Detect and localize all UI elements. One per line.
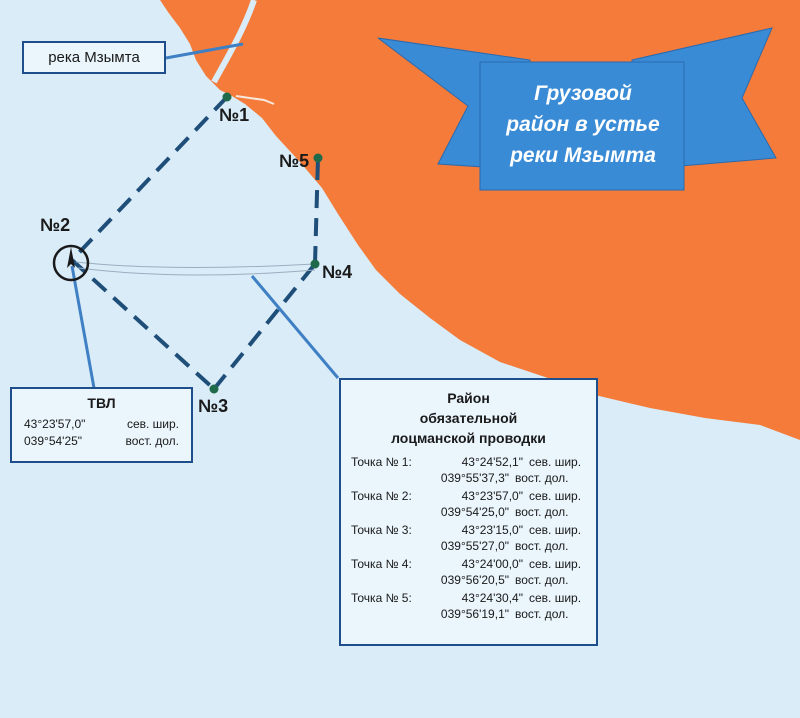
pilot-point-lon-unit: вост. дол. <box>515 505 569 519</box>
pilot-zone-point: Точка № 2:43°23'57,0"сев. шир.039°54'25,… <box>351 488 586 520</box>
pilot-point-spacer <box>351 504 429 520</box>
pilot-point-lon: 039°54'25,0" <box>440 505 509 519</box>
pilot-point-lat-row: Точка № 3: 43°23'15,0" сев. шир. <box>351 522 586 538</box>
pilot-point-lon: 039°55'27,0" <box>440 539 509 553</box>
pilot-zone-point: Точка № 5:43°24'30,4"сев. шир.039°56'19,… <box>351 590 586 622</box>
route-segment-2-3 <box>70 258 216 391</box>
pilot-zone-point: Точка № 3:43°23'15,0"сев. шир.039°55'27,… <box>351 522 586 554</box>
pilot-point-lon: 039°55'37,3" <box>440 471 509 485</box>
pilot-point-lat: 43°23'57,0" <box>461 489 523 503</box>
tvl-lon-unit: вост. дол. <box>125 434 180 448</box>
pilot-point-lat-unit: сев. шир. <box>529 591 582 605</box>
track-line <box>75 261 316 268</box>
river-label: река Мзымта <box>48 49 140 66</box>
point-4-marker <box>310 259 320 269</box>
banner-line: реки Мзымта <box>510 144 656 167</box>
banner-line: Грузовой <box>534 82 632 105</box>
leader-lines <box>70 42 340 389</box>
banner-line: район в устье <box>506 113 660 136</box>
tvl-lat-value: 43°23'57,0" <box>24 417 86 431</box>
route-segment-1-2 <box>70 95 229 262</box>
pilot-point-lat-unit: сев. шир. <box>529 557 582 571</box>
pilot-point-lon-row: 039°55'27,0" вост. дол. <box>351 538 586 554</box>
pilot-point-lon-unit: вост. дол. <box>515 607 569 621</box>
pilot-point-lon-unit: вост. дол. <box>515 539 569 553</box>
tvl-circle <box>52 244 90 282</box>
pilot-point-spacer <box>351 572 429 588</box>
pilot-point-spacer <box>351 538 429 554</box>
pilot-point-lon: 039°56'20,5" <box>440 573 509 587</box>
river-label-box: река Мзымта <box>22 41 166 74</box>
river-leader-line <box>165 42 244 60</box>
pilot-point-name: Точка № 4: <box>351 557 412 571</box>
route-segment-4-5 <box>313 157 320 265</box>
pilot-point-spacer <box>351 470 429 486</box>
anchor-icon <box>67 247 75 268</box>
banner-title: Грузовой район в устье реки Мзымта <box>485 78 681 171</box>
pilot-point-name: Точка № 1: <box>351 455 412 469</box>
tvl-info-box: ТВЛ 43°23'57,0" сев. шир. 039°54'25" вос… <box>10 387 193 463</box>
pilot-point-lon-row: 039°55'37,3" вост. дол. <box>351 470 586 486</box>
pilot-zone-title-line: лоцманской проводки <box>391 430 546 446</box>
pilot-point-lon-unit: вост. дол. <box>515 573 569 587</box>
pilot-zone-point: Точка № 1:43°24'52,1"сев. шир.039°55'37,… <box>351 454 586 486</box>
tvl-lon-value: 039°54'25" <box>24 434 83 448</box>
pilot-point-spacer <box>351 606 429 622</box>
pilot-point-lat: 43°24'52,1" <box>461 455 523 469</box>
pilot-zone-title: Район обязательной лоцманской проводки <box>351 388 586 448</box>
track-line <box>77 267 316 276</box>
pilot-zone-title-line: обязательной <box>419 410 518 426</box>
pilot-zone-box: Район обязательной лоцманской проводки Т… <box>339 378 598 646</box>
pilot-zone-points: Точка № 1:43°24'52,1"сев. шир.039°55'37,… <box>351 454 586 622</box>
point-markers <box>209 92 323 394</box>
point-5-marker <box>313 153 323 163</box>
pilot-point-lat-row: Точка № 5: 43°24'30,4" сев. шир. <box>351 590 586 606</box>
pilot-point-lat: 43°24'00,0" <box>461 557 523 571</box>
pilot-point-lon: 039°56'19,1" <box>440 607 509 621</box>
pilot-point-lat-unit: сев. шир. <box>529 455 582 469</box>
tvl-latitude: 43°23'57,0" сев. шир. <box>20 417 183 431</box>
pilot-point-name: Точка № 2: <box>351 489 412 503</box>
pilot-zone-point: Точка № 4:43°24'00,0"сев. шир.039°56'20,… <box>351 556 586 588</box>
zone-leader-line <box>250 275 340 379</box>
pilot-point-lon-row: 039°56'20,5" вост. дол. <box>351 572 586 588</box>
pilot-zone-title-line: Район <box>447 390 490 406</box>
route-lines <box>70 95 320 391</box>
point-3-marker <box>209 384 219 394</box>
pilot-point-lat: 43°23'15,0" <box>461 523 523 537</box>
pilot-point-lat-unit: сев. шир. <box>529 489 582 503</box>
pilot-point-lon-row: 039°56'19,1" вост. дол. <box>351 606 586 622</box>
tvl-lat-unit: сев. шир. <box>126 417 179 431</box>
pilot-point-name: Точка № 5: <box>351 591 412 605</box>
river-mouth <box>235 95 275 105</box>
pilot-point-lon-unit: вост. дол. <box>515 471 569 485</box>
pilot-point-lat: 43°24'30,4" <box>461 591 523 605</box>
point-3-label: №3 <box>198 396 229 416</box>
thin-track-lines <box>75 261 316 276</box>
pilot-point-lat-unit: сев. шир. <box>529 523 582 537</box>
point-1-marker <box>222 92 232 102</box>
point-4-label: №4 <box>322 262 353 282</box>
point-1-label: №1 <box>219 105 250 125</box>
point-2-label: №2 <box>40 215 71 235</box>
pilot-point-name: Точка № 3: <box>351 523 412 537</box>
banner-center <box>479 61 685 191</box>
pilot-point-lat-row: Точка № 4: 43°24'00,0" сев. шир. <box>351 556 586 572</box>
point-5-label: №5 <box>279 151 310 171</box>
pilot-point-lon-row: 039°54'25,0" вост. дол. <box>351 504 586 520</box>
tvl-title: ТВЛ <box>87 395 116 411</box>
tvl-marker <box>52 244 90 282</box>
tvl-leader-line <box>70 265 96 389</box>
pilot-point-lat-row: Точка № 2: 43°23'57,0" сев. шир. <box>351 488 586 504</box>
tvl-longitude: 039°54'25" вост. дол. <box>20 434 183 448</box>
pilot-point-lat-row: Точка № 1: 43°24'52,1" сев. шир. <box>351 454 586 470</box>
